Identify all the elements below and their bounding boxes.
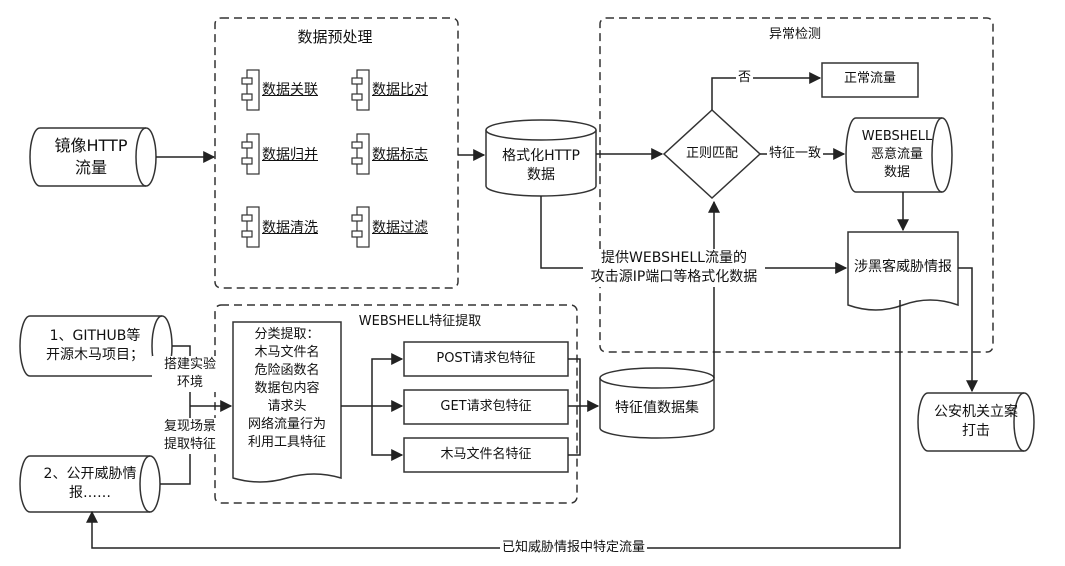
classify-line: 分类提取： [254, 327, 320, 342]
preprocess-item-filter: 数据过滤 [372, 220, 428, 236]
feature-db-node [599, 367, 715, 439]
classify-line: 危险函数名 [254, 363, 320, 378]
formatted-http-node [485, 119, 597, 197]
formatted-http-line2: 数据 [527, 167, 555, 183]
police-line2: 打击 [962, 423, 990, 439]
provide-data-label: 提供WEBSHELL流量的 攻击源IP端口等格式化数据 [583, 249, 765, 287]
anomaly-group [599, 17, 994, 353]
police-line1: 公安机关立案 [934, 404, 1018, 420]
source-intel-label: 2、公开威胁情 报…… [26, 465, 154, 503]
mirror-http-line2: 流量 [74, 158, 107, 177]
normal-traffic-box [821, 62, 919, 98]
source-intel-node [19, 455, 161, 513]
webshell-line3: 数据 [883, 165, 910, 180]
formatted-http-line1: 格式化HTTP [502, 148, 580, 164]
source-github-line2: 开源木马项目； [46, 347, 144, 363]
get-feature-label: GET请求包特征 [440, 399, 532, 414]
mirror-http-node [29, 127, 157, 187]
regex-diamond [662, 108, 762, 200]
match-label: 特征一致 [767, 145, 824, 163]
provide-line1: 提供WEBSHELL流量的 [601, 250, 747, 266]
intel-document [847, 231, 959, 311]
classify-line: 请求头 [267, 399, 307, 414]
police-node [917, 392, 1035, 452]
repro-line1: 复现场景 [163, 419, 216, 434]
formatted-http-label: 格式化HTTP 数据 [482, 147, 600, 185]
no-label: 否 [736, 69, 754, 87]
repro-line2: 提取特征 [163, 437, 216, 452]
regex-label: 正则匹配 [685, 146, 738, 161]
webshell-line2: 恶意流量 [870, 147, 923, 162]
normal-traffic-label: 正常流量 [843, 71, 896, 86]
classify-line: 木马文件名 [254, 345, 320, 360]
source-intel-line1: 2、公开威胁情 [43, 466, 137, 482]
post-feature-label: POST请求包特征 [436, 351, 536, 366]
preprocess-item-merge: 数据归并 [262, 147, 318, 163]
webshell-data-node [845, 117, 953, 193]
lab-line2: 环境 [176, 375, 203, 390]
mirror-http-line1: 镜像HTTP [54, 136, 128, 155]
classify-line: 利用工具特征 [247, 435, 326, 450]
preprocess-item-mark: 数据标志 [372, 147, 428, 163]
component-icons [241, 69, 370, 248]
police-label: 公安机关立案 打击 [922, 403, 1030, 441]
webshell-line1: WEBSHELL [861, 129, 933, 144]
preprocess-item-associate: 数据关联 [262, 82, 318, 98]
mirror-http-label: 镜像HTTP 流量 [32, 135, 150, 179]
provide-line2: 攻击源IP端口等格式化数据 [590, 269, 758, 285]
post-feature-box [403, 341, 569, 377]
anomaly-title: 异常检测 [768, 27, 821, 42]
intel-label: 涉黑客威胁情报 [854, 259, 952, 275]
repro-label: 复现场景 提取特征 [152, 418, 228, 454]
classify-line: 数据包内容 [254, 381, 320, 396]
lab-line1: 搭建实验 [163, 357, 216, 372]
preprocess-item-compare: 数据比对 [372, 82, 428, 98]
trojan-feature-label: 木马文件名特征 [440, 447, 532, 462]
extraction-group [214, 304, 578, 504]
source-github-label: 1、GITHUB等 开源木马项目； [24, 327, 166, 365]
classify-line: 网络流量行为 [247, 417, 326, 432]
preprocess-item-clean: 数据清洗 [262, 220, 318, 236]
classify-document [232, 321, 342, 483]
preprocess-title: 数据预处理 [297, 28, 373, 46]
bottom-flow-label: 已知威胁情报中特定流量 [500, 539, 648, 557]
extraction-title: WEBSHELL特征提取 [358, 314, 482, 329]
webshell-data-label: WEBSHELL 恶意流量 数据 [846, 128, 948, 182]
feature-db-label: 特征值数据集 [615, 400, 699, 416]
lab-env-label: 搭建实验 环境 [152, 356, 228, 392]
source-intel-line2: 报…… [69, 485, 111, 501]
classify-label: 分类提取： 木马文件名 危险函数名 数据包内容 请求头 网络流量行为 利用工具特… [233, 326, 341, 452]
get-feature-box [403, 389, 569, 425]
source-github-line1: 1、GITHUB等 [49, 328, 141, 344]
